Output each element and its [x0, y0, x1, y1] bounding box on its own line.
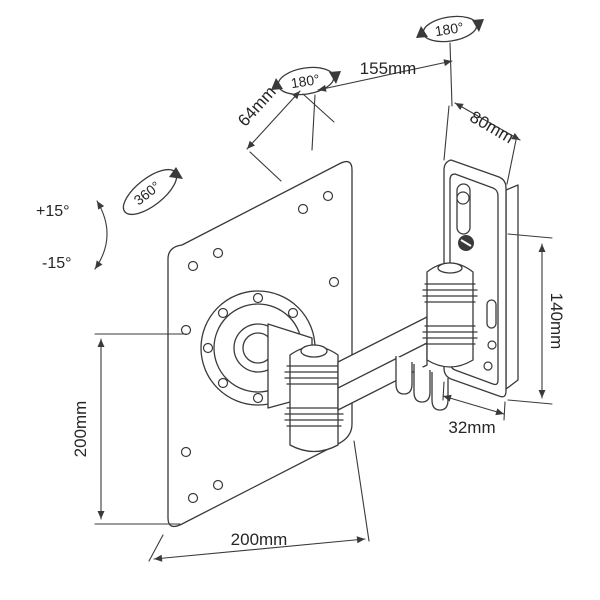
- rotation-360-annotation: 360°: [122, 167, 183, 216]
- dimension-155mm: 155mm: [311, 42, 453, 151]
- extension-line: [311, 94, 316, 151]
- hub-hole: [217, 307, 229, 319]
- rotation-arrow-tip: [472, 19, 484, 32]
- vesa-plate: [167, 160, 353, 528]
- keyhole-slot: [456, 183, 471, 235]
- mounting-hole: [328, 276, 340, 288]
- arm-bar: [337, 316, 428, 411]
- hook-claw: [395, 356, 413, 395]
- knuckle1-upper-collar: [284, 365, 344, 385]
- mounting-hole: [212, 247, 224, 259]
- screw-head: [456, 191, 470, 205]
- knuckle2-upper-collar: [422, 283, 478, 303]
- extension-line: [249, 151, 282, 182]
- dimension-line: [246, 90, 301, 150]
- dim-label-140mm: 140mm: [547, 293, 566, 350]
- dimension-line: [454, 102, 521, 141]
- hook-claw: [431, 372, 449, 411]
- hub-hole: [252, 392, 264, 404]
- extension-line: [449, 42, 453, 107]
- pivot-joint-plate: [284, 344, 344, 453]
- tilt-up-label: +15°: [36, 203, 70, 220]
- dimension-200mm-left: 200mm: [71, 333, 187, 525]
- dimension-line: [442, 394, 505, 416]
- hub-hole: [217, 377, 229, 389]
- knuckle1-body: [289, 345, 339, 453]
- hub-hole: [252, 292, 264, 304]
- adjust-slot: [486, 299, 497, 329]
- rotation-arrow-tip: [416, 26, 428, 38]
- pivot-joint-wall: [422, 262, 478, 368]
- bolt-slot: [460, 239, 472, 247]
- rotation-arrow-tip: [329, 71, 341, 84]
- swivel-180-arm-label: 180°: [290, 71, 321, 91]
- wall-plate-side-face: [505, 184, 519, 390]
- knuckle1-lower-collar: [284, 407, 344, 427]
- plate-hole: [483, 361, 493, 371]
- vesa-plate-outline: [167, 160, 353, 528]
- mounting-hole: [180, 324, 192, 336]
- knuckle2-body: [426, 262, 474, 368]
- dim-label-200mm-left: 200mm: [71, 401, 90, 458]
- swivel-180-wall-annotation: 180°: [416, 15, 484, 43]
- rotation-360-label: 360°: [131, 178, 164, 208]
- hub-hole: [287, 307, 299, 319]
- extension-line: [503, 401, 506, 421]
- wall-plate-inner-outline: [449, 173, 499, 386]
- knuckle2-top-nut: [437, 262, 463, 274]
- swivel-180-arm-annotation: 180°: [271, 66, 341, 96]
- dimension-200mm-bottom: 200mm: [148, 440, 370, 562]
- extension-line: [506, 139, 517, 185]
- knuckle1-top-nut: [300, 344, 328, 358]
- dim-label-80mm: 80mm: [467, 107, 517, 147]
- rotation-arrow-tip: [169, 167, 183, 179]
- dimension-line: [153, 536, 366, 562]
- dim-label-200mm-bottom: 200mm: [231, 530, 288, 549]
- articulating-arm: [337, 316, 428, 411]
- dim-label-32mm: 32mm: [448, 418, 495, 437]
- arm-edge-line: [337, 342, 428, 389]
- extension-line: [148, 534, 164, 562]
- extension-line: [507, 233, 553, 239]
- mounting-hole: [180, 446, 192, 458]
- hook-claw: [413, 364, 431, 403]
- plate-hole: [487, 340, 497, 350]
- mounting-hole: [322, 190, 334, 202]
- dimension-32mm: 32mm: [442, 381, 506, 437]
- mounting-hole: [187, 260, 199, 272]
- tilt-down-label: -15°: [42, 255, 72, 272]
- extension-line: [507, 399, 553, 405]
- hub-hole: [202, 342, 214, 354]
- mounting-hole: [187, 492, 199, 504]
- dim-label-155mm: 155mm: [360, 59, 417, 78]
- extension-line: [443, 105, 450, 161]
- dimension-line: [317, 59, 453, 92]
- dimension-64mm: 64mm: [234, 82, 335, 182]
- dimension-140mm: 140mm: [507, 233, 566, 405]
- knuckle2-lower-collar: [422, 325, 478, 345]
- mounting-hole: [212, 479, 224, 491]
- tilt-angle-annotation: +15° -15°: [36, 200, 108, 272]
- tilt-arc-arrow: [94, 200, 108, 270]
- mounting-hole: [297, 203, 309, 215]
- swivel-180-wall-label: 180°: [434, 19, 465, 39]
- rotation-arrow-tip: [271, 78, 283, 90]
- extension-line: [302, 93, 335, 123]
- extension-line: [353, 440, 370, 542]
